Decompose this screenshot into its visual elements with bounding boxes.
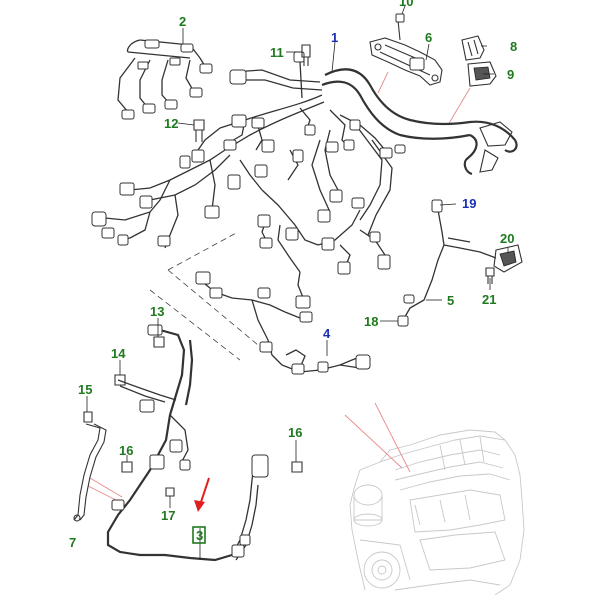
callout-3-box [192, 526, 206, 544]
main-engine-harness [91, 51, 518, 309]
lower-harness [195, 271, 371, 375]
callout-17[interactable]: 17 [161, 508, 175, 523]
callout-7[interactable]: 7 [69, 535, 76, 550]
callout-9[interactable]: 9 [507, 67, 514, 82]
injector-harness [117, 39, 213, 120]
callout-14[interactable]: 14 [111, 346, 126, 361]
callouts: 1 2 3 4 5 6 7 8 9 10 11 12 13 14 15 16 1… [69, 0, 517, 550]
callout-20[interactable]: 20 [500, 231, 514, 246]
highlight-arrow [194, 477, 210, 512]
callout-18[interactable]: 18 [364, 314, 378, 329]
callout-12[interactable]: 12 [164, 116, 178, 131]
callout-15[interactable]: 15 [78, 382, 92, 397]
callout-19[interactable]: 19 [462, 196, 476, 211]
callout-16-a[interactable]: 16 [119, 443, 133, 458]
sheathed-harness [106, 324, 269, 562]
callout-11[interactable]: 11 [270, 45, 284, 60]
engine-outline [349, 429, 525, 595]
leader-lines [86, 5, 509, 560]
reference-lines [87, 71, 471, 503]
callout-2[interactable]: 2 [179, 14, 186, 29]
callout-16-b[interactable]: 16 [288, 425, 302, 440]
callout-13[interactable]: 13 [150, 304, 164, 319]
callout-10[interactable]: 10 [399, 0, 413, 9]
callout-3[interactable]: 3 [196, 528, 203, 543]
callout-6[interactable]: 6 [425, 30, 432, 45]
grouping-dashes [149, 231, 259, 361]
sensor-harness [397, 199, 523, 327]
fasteners-bottom [83, 336, 303, 497]
callout-4[interactable]: 4 [323, 326, 331, 341]
callout-8[interactable]: 8 [510, 39, 517, 54]
fasteners-top [193, 44, 311, 142]
callout-1[interactable]: 1 [331, 30, 338, 45]
callout-21[interactable]: 21 [482, 292, 496, 307]
callout-5[interactable]: 5 [447, 293, 454, 308]
bracket-7 [73, 423, 107, 522]
bracket-and-connectors [369, 13, 513, 173]
